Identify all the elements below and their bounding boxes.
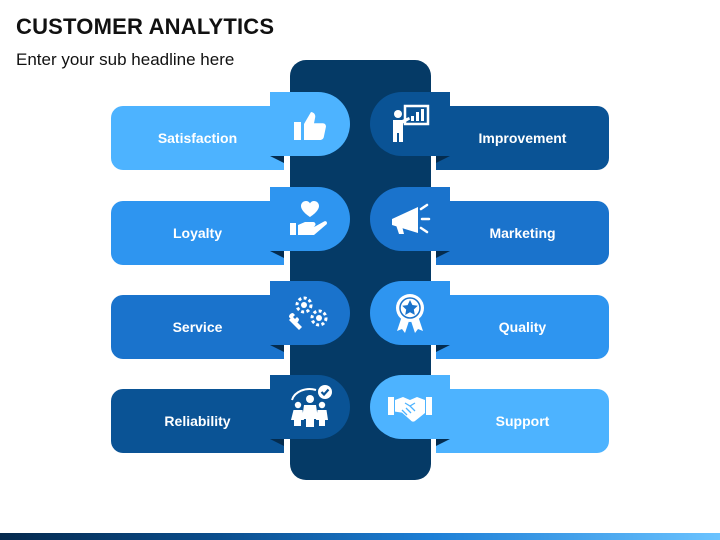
card-satisfaction: Satisfaction — [111, 106, 284, 170]
tab-fold-shadow — [436, 439, 450, 446]
icon-tab-marketing — [370, 187, 450, 251]
card-marketing: Marketing — [436, 201, 609, 265]
page-title: CUSTOMER ANALYTICS — [16, 14, 275, 39]
tab-fold-shadow — [270, 345, 284, 352]
award-ribbon-icon — [396, 294, 424, 333]
tab-fold-shadow — [270, 439, 284, 446]
heart-hand-icon — [290, 201, 327, 235]
megaphone-icon — [392, 203, 431, 234]
icon-tab-quality — [370, 281, 450, 345]
team-check-icon — [291, 385, 332, 427]
card-improvement: Improvement — [436, 106, 609, 170]
bottom-gradient-bar — [0, 533, 720, 540]
card-service: Service — [111, 295, 284, 359]
icon-tab-satisfaction — [270, 92, 350, 156]
card-label: Support — [495, 413, 550, 429]
card-label: Loyalty — [172, 225, 222, 241]
tab-fold-shadow — [436, 345, 450, 352]
card-label: Improvement — [478, 130, 567, 146]
icon-tab-improvement — [370, 92, 450, 156]
card-quality: Quality — [436, 295, 609, 359]
thumbs-up-icon — [294, 112, 326, 140]
icon-tab-service — [270, 281, 350, 345]
card-label: Satisfaction — [157, 130, 238, 146]
card-label: Reliability — [164, 413, 231, 429]
card-label: Marketing — [489, 225, 556, 241]
card-support: Support — [436, 389, 609, 453]
card-loyalty: Loyalty — [111, 201, 284, 265]
card-label: Quality — [498, 319, 547, 335]
icon-tab-loyalty — [270, 187, 350, 251]
card-reliability: Reliability — [111, 389, 284, 453]
handshake-icon — [388, 397, 432, 422]
gears-wrench-icon — [289, 296, 328, 330]
tab-fold-shadow — [270, 156, 284, 163]
page-subtitle: Enter your sub headline here — [16, 50, 235, 69]
icon-tab-reliability — [270, 375, 350, 439]
tab-fold-shadow — [436, 251, 450, 258]
presentation-chart-icon — [393, 104, 430, 142]
tab-fold-shadow — [436, 156, 450, 163]
card-label: Service — [172, 319, 223, 335]
icon-tab-support — [370, 375, 450, 439]
tab-fold-shadow — [270, 251, 284, 258]
